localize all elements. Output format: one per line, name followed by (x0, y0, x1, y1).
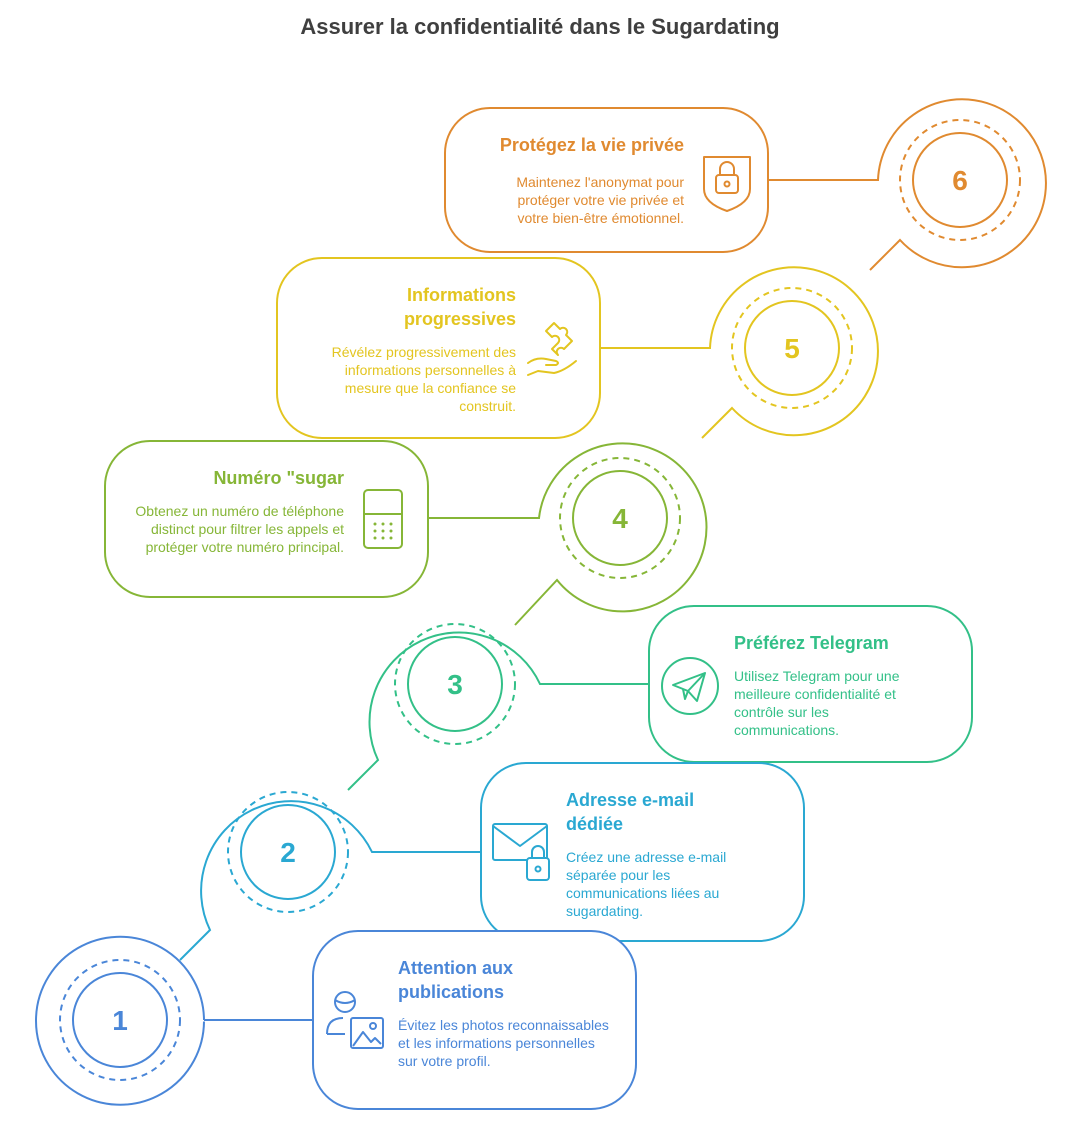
step-4-card: Numéro "sugar Obtenez un numéro de télép… (104, 440, 429, 598)
step-1-description: Évitez les photos reconnaissables et les… (398, 1017, 609, 1069)
puzzle-hand-icon (527, 322, 577, 376)
step-1-number: 1 (112, 1005, 128, 1036)
step-5-ring: 5 (600, 266, 879, 439)
step-1-card: Attention aux publications Évitez les ph… (312, 930, 637, 1110)
step-6-ring: 6 (768, 98, 1047, 271)
step-2-description: Créez une adresse e-mail séparée pour le… (566, 849, 727, 919)
step-4-number: 4 (612, 503, 628, 534)
step-2-title: Adresse e-mail dédiée (566, 790, 695, 834)
person-photo-icon (326, 991, 384, 1049)
step-4-title: Numéro "sugar (213, 468, 344, 488)
step-3-number: 3 (447, 669, 463, 700)
step-5-description: Révélez progressivement des informations… (331, 344, 516, 414)
step-3-ring: 3 (347, 623, 650, 791)
email-lock-icon (492, 823, 550, 881)
step-6-number: 6 (952, 165, 968, 196)
step-1-title: Attention aux publications (398, 958, 513, 1002)
step-5-number: 5 (784, 333, 800, 364)
step-5-title: Informations progressives (403, 285, 516, 329)
step-2-ring: 2 (179, 791, 482, 961)
step-3-card: Préférez Telegram Utilisez Telegram pour… (648, 605, 973, 763)
telegram-icon (661, 657, 719, 715)
step-4-description: Obtenez un numéro de téléphone distinct … (135, 503, 344, 555)
step-4-ring: 4 (428, 442, 708, 626)
step-6-title: Protégez la vie privée (499, 135, 684, 155)
step-5-card: Informations progressives Révélez progre… (276, 257, 601, 439)
phone-icon (363, 489, 403, 549)
step-6-description: Maintenez l'anonymat pour protéger votre… (516, 174, 684, 226)
step-2-card: Adresse e-mail dédiée Créez une adresse … (480, 762, 805, 942)
page-title: Assurer la confidentialité dans le Sugar… (300, 14, 780, 39)
step-1-ring: 1 (35, 935, 314, 1106)
step-2-number: 2 (280, 837, 296, 868)
step-3-title: Préférez Telegram (734, 633, 889, 653)
step-3-description: Utilisez Telegram pour une meilleure con… (734, 668, 900, 738)
step-6-card: Protégez la vie privée Maintenez l'anony… (444, 107, 769, 253)
shield-lock-icon (703, 156, 751, 212)
